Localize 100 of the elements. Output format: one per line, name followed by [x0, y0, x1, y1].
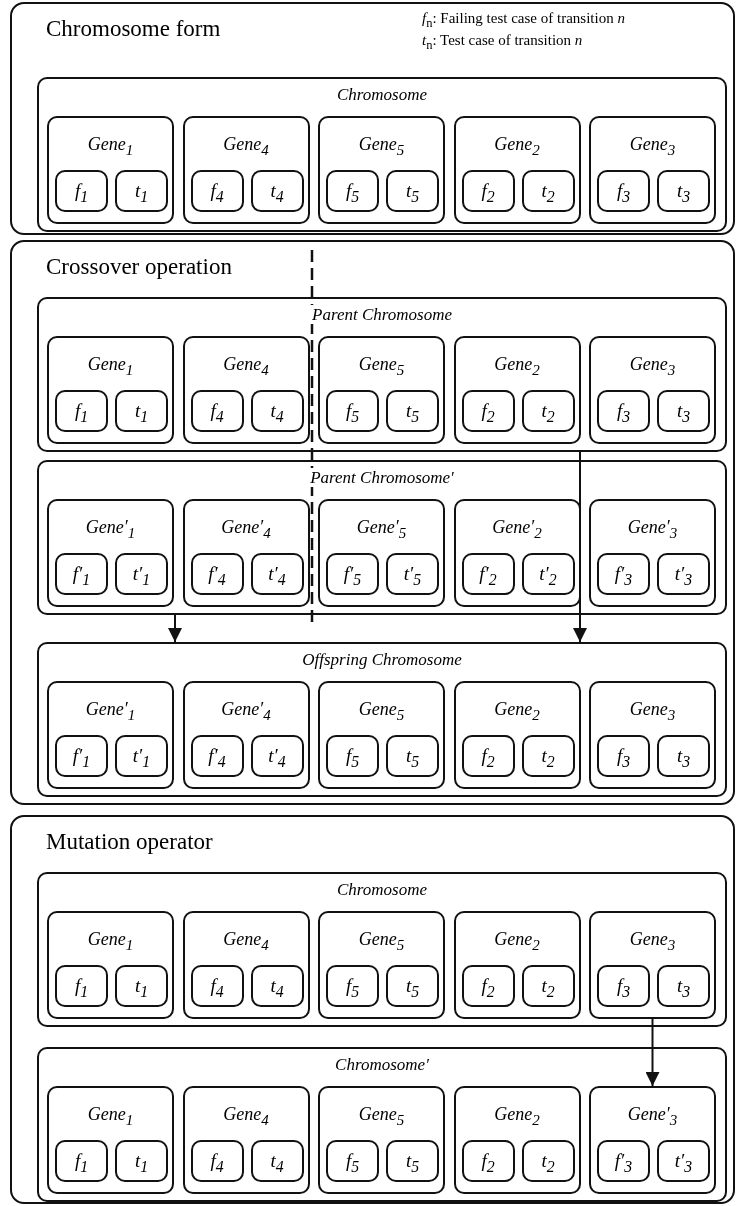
test-case-label: t$_{5}$ [405, 1150, 420, 1171]
test-case-label: f$_{1}$ [74, 1150, 89, 1171]
test-case-label: f′$_{3}$ [614, 1150, 633, 1171]
test-case-box [326, 735, 379, 777]
gene-box [182, 681, 310, 789]
test-case-box [521, 170, 575, 212]
test-case-label: f′$_{1}$ [72, 563, 91, 584]
arrow [645, 1018, 660, 1087]
test-case-box [250, 553, 304, 595]
test-case-label: t$_{4}$ [270, 180, 284, 201]
test-case-label: f′$_{2}$ [479, 563, 497, 584]
gene-box [318, 499, 445, 607]
test-case-box [115, 735, 168, 777]
gene-box [182, 1086, 310, 1194]
test-case-box [326, 965, 379, 1007]
test-case-label: f$_{5}$ [345, 1150, 360, 1171]
gene-label: Gene$_{2}$ [494, 929, 540, 949]
test-case-box [657, 170, 710, 212]
test-case-label: f$_{3}$ [616, 975, 631, 996]
test-case-label: t$_{1}$ [134, 180, 149, 201]
section-title: Chromosome form [46, 16, 221, 41]
gene-box [47, 911, 174, 1019]
test-case-box [461, 1140, 515, 1182]
test-case-box [190, 553, 244, 595]
test-case-box [115, 170, 168, 212]
chromosome-label: Parent Chromosome [309, 305, 455, 324]
test-case-box [386, 170, 439, 212]
gene-label: Gene$_{5}$ [358, 1104, 405, 1124]
gene-label: Gene$_{1}$ [87, 134, 134, 154]
section-panel [10, 2, 735, 235]
test-case-box [115, 1140, 168, 1182]
chromosome-box [37, 460, 727, 615]
test-case-box [386, 390, 439, 432]
test-case-box [521, 553, 575, 595]
test-case-box [657, 553, 710, 595]
gene-label: Gene$_{1}$ [87, 1104, 134, 1124]
test-case-box [250, 170, 304, 212]
gene-box [589, 681, 716, 789]
gene-box [318, 116, 445, 224]
gene-label: Gene′$_{1}$ [85, 517, 136, 537]
test-case-box [250, 965, 304, 1007]
test-case-label: t′$_{3}$ [674, 1150, 693, 1171]
test-case-box [521, 390, 575, 432]
gene-box [318, 336, 445, 444]
test-case-box [657, 965, 710, 1007]
test-case-box [250, 735, 304, 777]
test-case-box [597, 170, 650, 212]
test-case-label: t$_{2}$ [541, 1150, 555, 1171]
test-case-label: f′$_{4}$ [208, 745, 226, 766]
test-case-box [521, 965, 575, 1007]
test-case-box [521, 735, 575, 777]
gene-label: Gene′$_{3}$ [627, 1104, 678, 1124]
test-case-box [55, 965, 108, 1007]
test-case-box [657, 735, 710, 777]
test-case-label: t$_{2}$ [541, 745, 555, 766]
test-case-label: t′$_{1}$ [132, 745, 151, 766]
gene-label: Gene$_{2}$ [494, 699, 540, 719]
test-case-box [597, 390, 650, 432]
test-case-box [55, 735, 108, 777]
arrow [573, 451, 587, 643]
gene-box [589, 1086, 716, 1194]
gene-box [453, 1086, 581, 1194]
test-case-box [55, 1140, 108, 1182]
test-case-label: t$_{5}$ [405, 180, 420, 201]
test-case-label: f$_{3}$ [616, 180, 631, 201]
test-case-box [326, 553, 379, 595]
test-case-box [55, 390, 108, 432]
test-case-label: f$_{2}$ [481, 745, 495, 766]
test-case-label: f$_{4}$ [210, 975, 224, 996]
gene-label: Gene′$_{4}$ [221, 517, 271, 537]
test-case-label: f$_{4}$ [210, 1150, 224, 1171]
test-case-box [386, 553, 439, 595]
section-panel [10, 240, 735, 805]
test-case-label: t′$_{3}$ [674, 563, 693, 584]
gene-box [47, 1086, 174, 1194]
gene-label: Gene′$_{5}$ [356, 517, 407, 537]
test-case-box [657, 1140, 710, 1182]
test-case-label: t$_{3}$ [676, 180, 691, 201]
gene-box [182, 116, 310, 224]
test-case-label: t$_{4}$ [270, 975, 284, 996]
test-case-label: t$_{5}$ [405, 975, 420, 996]
test-case-box [115, 390, 168, 432]
gene-box [453, 499, 581, 607]
arrow [168, 614, 182, 643]
gene-label: Gene$_{4}$ [223, 1104, 269, 1124]
gene-box [182, 336, 310, 444]
test-case-label: t$_{1}$ [134, 1150, 149, 1171]
gene-label: Gene$_{5}$ [358, 929, 405, 949]
notation-note: f$_{n}$: Failing test case of transition n [422, 10, 625, 31]
chromosome-box [37, 297, 727, 452]
gene-box [47, 336, 174, 444]
test-case-label: f$_{4}$ [210, 400, 224, 421]
gene-label: Gene$_{2}$ [494, 354, 540, 374]
gene-label: Gene′$_{2}$ [492, 517, 542, 537]
test-case-box [190, 965, 244, 1007]
test-case-box [521, 1140, 575, 1182]
gene-box [47, 499, 174, 607]
test-case-label: f$_{3}$ [616, 745, 631, 766]
test-case-label: t$_{2}$ [541, 180, 555, 201]
gene-label: Gene′$_{3}$ [627, 517, 678, 537]
